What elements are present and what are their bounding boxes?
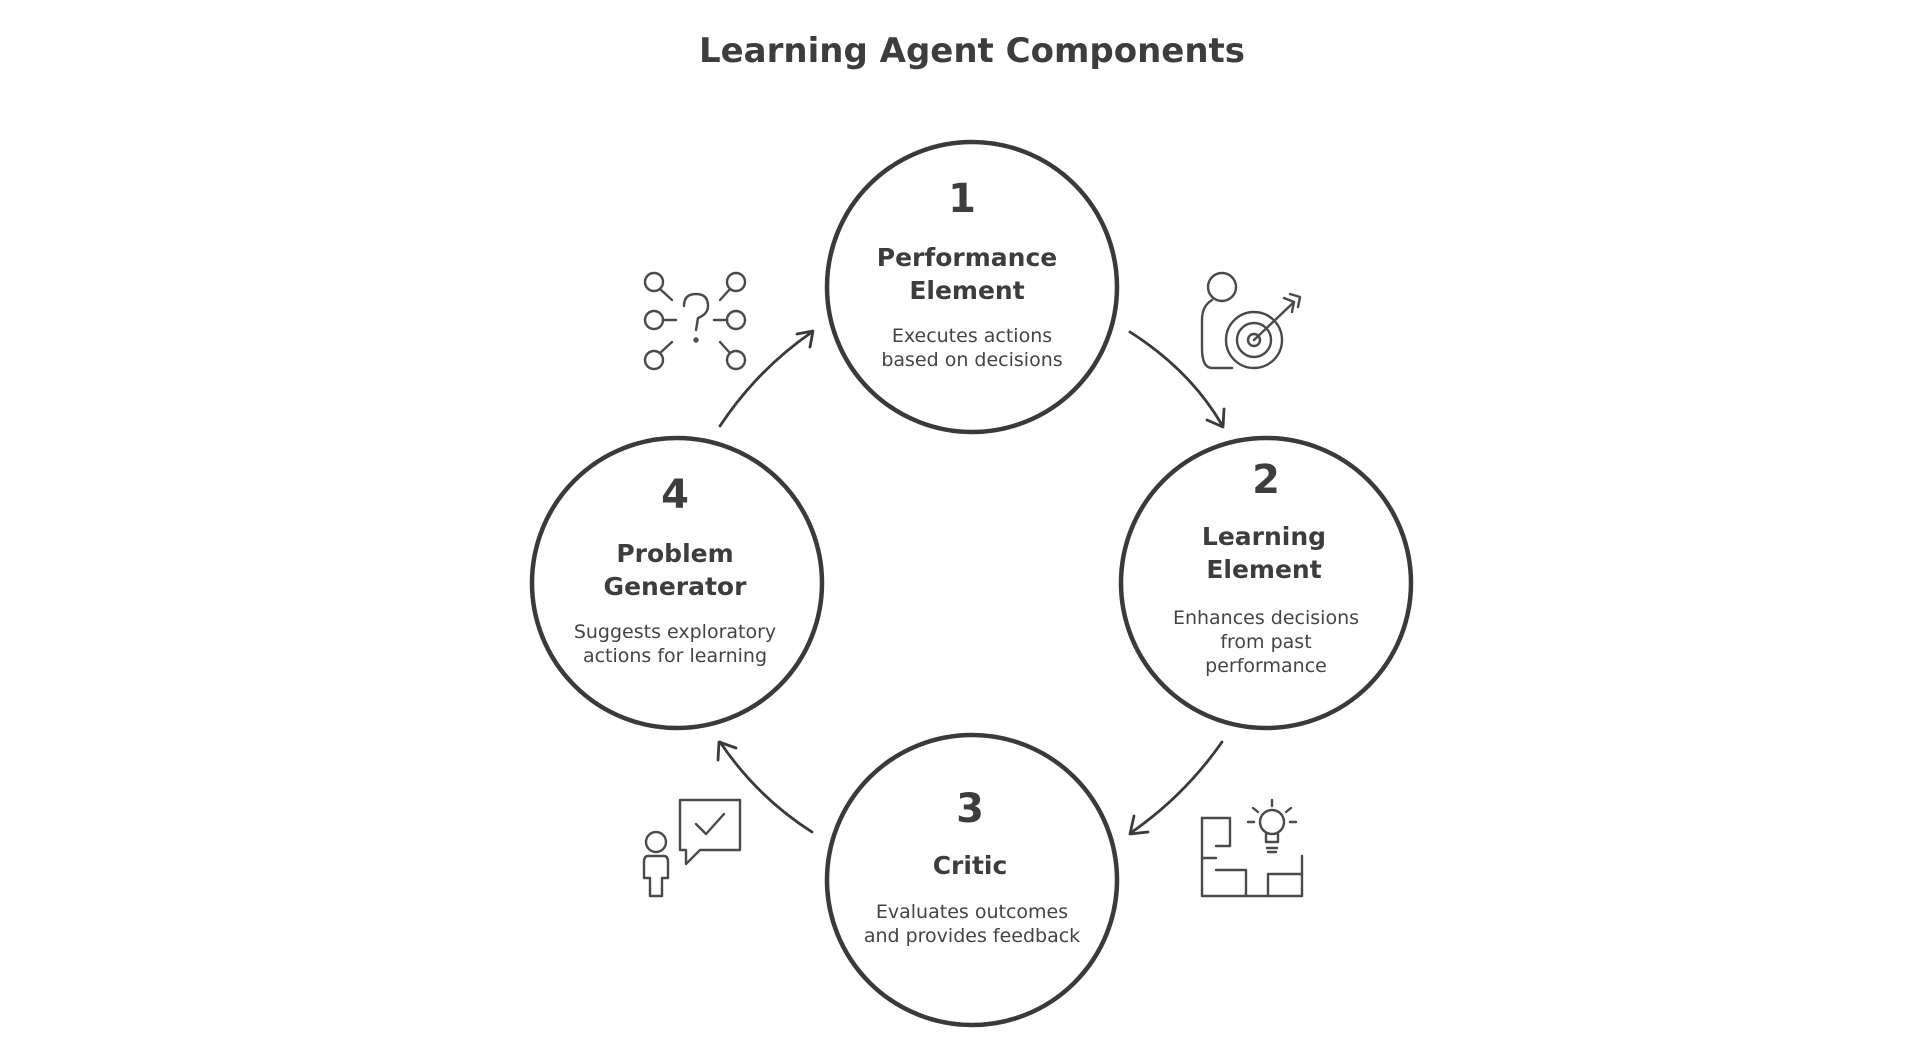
node-circle (824, 732, 1120, 1028)
feedback-checkmark-icon (642, 798, 742, 898)
node-description-line: actions for learning (583, 645, 767, 667)
arrow-3-to-4 (716, 740, 814, 834)
target-person-icon (1200, 271, 1302, 370)
node-heading-line: Critic (933, 851, 1008, 880)
node-description-line: based on decisions (881, 349, 1062, 371)
node-number: 1 (948, 176, 976, 222)
node-heading-line: Learning (1202, 522, 1326, 551)
node-circle (824, 139, 1120, 435)
node-description-line: Evaluates outcomes (876, 901, 1068, 923)
arrow-4-to-1 (718, 329, 815, 428)
node-description-line: performance (1205, 655, 1327, 677)
node-heading-line: Generator (604, 572, 748, 601)
node-description-line: from past (1220, 631, 1311, 653)
cycle-arrows (716, 329, 1226, 836)
node-performance-element: 1 Performance Element Executes actions b… (824, 139, 1120, 435)
lightbulb-blueprint-icon (1200, 798, 1304, 898)
node-description-line: Executes actions (892, 325, 1052, 347)
node-learning-element: 2 Learning Element Enhances decisions fr… (1118, 435, 1414, 731)
node-heading-line: Problem (616, 539, 733, 568)
node-number: 4 (661, 472, 689, 518)
node-heading-line: Element (1206, 555, 1321, 584)
diagram-title: Learning Agent Components (699, 31, 1245, 71)
node-number: 2 (1252, 457, 1280, 503)
arrow-2-to-3 (1128, 740, 1224, 836)
arrow-1-to-2 (1128, 330, 1226, 429)
node-number: 3 (956, 786, 984, 832)
node-circle (1118, 435, 1414, 731)
question-network-icon (643, 271, 747, 371)
node-description-line: and provides feedback (864, 925, 1080, 947)
node-description-line: Suggests exploratory (574, 621, 776, 643)
node-critic: 3 Critic Evaluates outcomes and provides… (824, 732, 1120, 1028)
node-heading-line: Performance (877, 243, 1057, 272)
node-description-line: Enhances decisions (1173, 607, 1359, 629)
node-problem-generator: 4 Problem Generator Suggests exploratory… (529, 435, 825, 731)
node-circle (529, 435, 825, 731)
node-heading-line: Element (909, 276, 1024, 305)
